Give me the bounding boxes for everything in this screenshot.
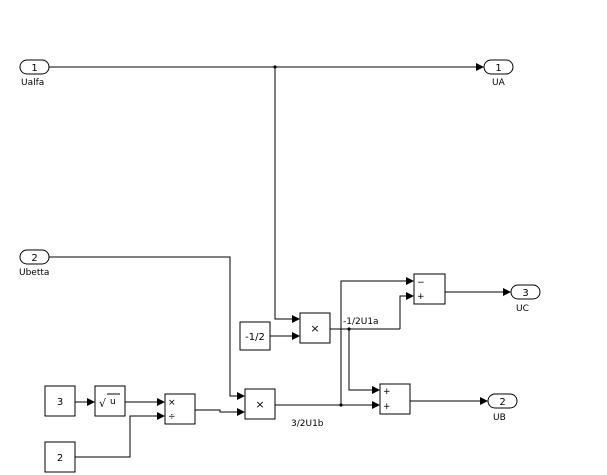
- arrow-divide-in2: [157, 412, 165, 420]
- outport-ua[interactable]: 1 UA: [483, 59, 514, 88]
- wire-u1b-sum1: [340, 280, 406, 405]
- sqrt-arg: u: [110, 397, 116, 407]
- sum-block-2[interactable]: + +: [379, 383, 411, 415]
- constant-two-value: 2: [57, 453, 63, 464]
- arrow-product1-in2: [292, 332, 300, 340]
- divide-divide-sign: ÷: [168, 412, 176, 422]
- outport-ub-number: 2: [499, 397, 505, 408]
- sqrt-icon: √: [99, 397, 107, 410]
- arrow-sum2-in1: [372, 386, 380, 394]
- sqrt-block[interactable]: √ u: [94, 385, 126, 417]
- arrow-product2-in1: [237, 392, 245, 400]
- inport-ualfa[interactable]: 1 Ualfa: [19, 59, 50, 88]
- divide-multiply-sign: ×: [168, 398, 176, 408]
- junction-ualfa: [273, 65, 277, 69]
- outport-ua-label: UA: [492, 78, 506, 88]
- arrow-uc: [503, 288, 511, 296]
- inport-ualfa-label: Ualfa: [21, 78, 44, 88]
- sum-2-plus-sign-2: +: [383, 402, 391, 412]
- outport-uc[interactable]: 3 UC: [510, 284, 541, 314]
- constant-two[interactable]: 2: [44, 441, 76, 473]
- sum-1-minus-sign: −: [417, 278, 425, 288]
- sum-block-1[interactable]: − +: [413, 273, 446, 305]
- outport-uc-number: 3: [522, 288, 528, 299]
- arrow-ub: [480, 397, 488, 405]
- arrow-divide-in1: [157, 398, 165, 406]
- junctions: [273, 65, 351, 407]
- outport-ub[interactable]: 2 UB: [487, 393, 518, 423]
- constant-half-neg[interactable]: -1/2: [239, 321, 271, 351]
- wire-u1a-sum1: [399, 295, 406, 329]
- inport-ualfa-number: 1: [31, 63, 37, 74]
- sum-2-plus-sign-1: +: [383, 387, 391, 397]
- wire-ubetta-product2: [49, 256, 237, 397]
- wires: [49, 66, 503, 458]
- arrow-product1-in1: [292, 315, 300, 323]
- arrow-sum1-in1: [406, 277, 414, 285]
- divide-block[interactable]: × ÷: [164, 393, 196, 425]
- constant-three-value: 3: [57, 397, 63, 408]
- junction-u1b: [339, 403, 343, 407]
- outport-ub-label: UB: [493, 413, 506, 423]
- signal-label-u1a: -1/2U1a: [343, 317, 379, 327]
- wire-u1a-sum2: [348, 329, 372, 391]
- constant-half-neg-value: -1/2: [245, 332, 265, 343]
- outport-uc-label: UC: [516, 304, 529, 314]
- wire-two-divide: [75, 415, 157, 458]
- product-1-sign: ×: [310, 322, 319, 335]
- junction-u1a: [347, 327, 351, 331]
- inport-ubetta-label: Ubetta: [19, 268, 49, 278]
- product-block-1[interactable]: ×: [299, 312, 331, 344]
- wire-divide-product2: [195, 409, 237, 413]
- arrow-ua: [476, 63, 484, 71]
- arrow-product2-in2: [237, 408, 245, 416]
- product-block-2[interactable]: ×: [244, 388, 276, 420]
- outport-ua-number: 1: [495, 63, 501, 74]
- arrow-sum2-in2: [372, 401, 380, 409]
- constant-three[interactable]: 3: [44, 385, 76, 417]
- product-2-sign: ×: [255, 398, 264, 411]
- arrow-sqrt-in: [87, 398, 95, 406]
- wire-ualfa-branch: [274, 67, 292, 320]
- sum-1-plus-sign: +: [417, 292, 425, 302]
- inport-ubetta-number: 2: [31, 253, 37, 264]
- arrowheads: [87, 63, 511, 420]
- inport-ubetta[interactable]: 2 Ubetta: [19, 249, 50, 278]
- signal-label-u1b: 3/2U1b: [291, 419, 324, 429]
- arrow-sum1-in2: [406, 292, 414, 300]
